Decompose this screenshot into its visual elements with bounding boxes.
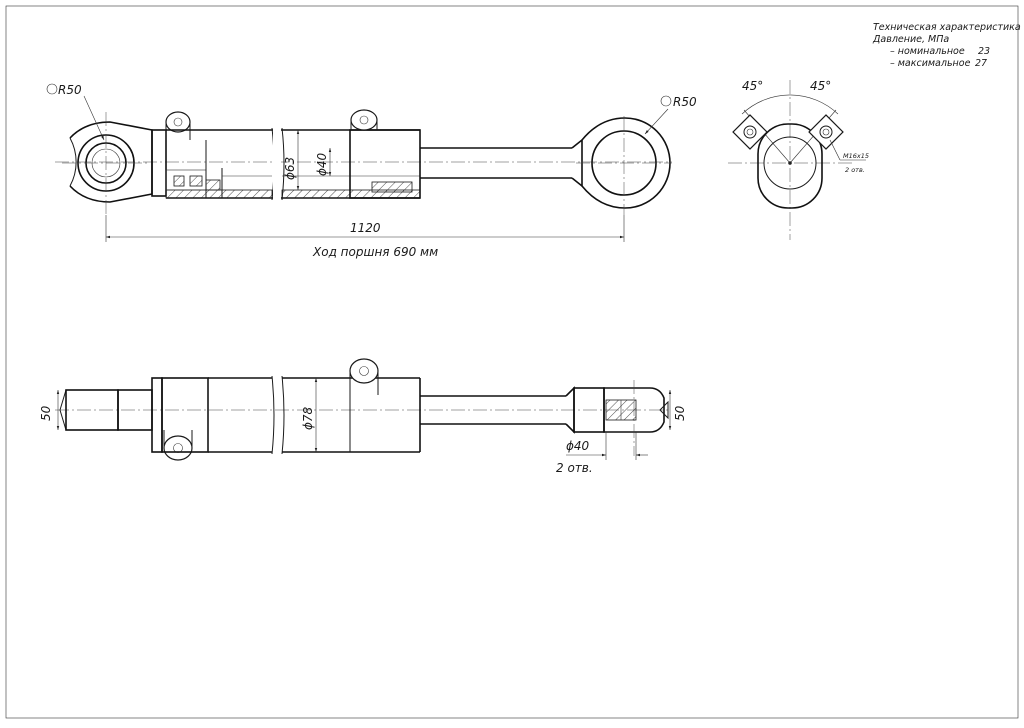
hole-count-label: 2 отв. [556,461,593,475]
tech-spec-nominal-label: – номинальное [890,46,965,57]
end-view-port-right [808,114,844,150]
bore-diameter-label: ϕ63 [283,157,297,180]
left-flange [151,377,163,453]
tech-spec-title: Техническая характеристика [873,22,1021,33]
tech-spec-max-value: 27 [975,58,987,69]
gland-seal [371,181,413,193]
angle-label-left: 45° [742,79,763,93]
stroke-note: Ход поршня 690 мм [312,245,438,259]
left-end-cap [151,129,167,197]
tech-spec-nominal-value: 23 [978,46,990,57]
width-label-right: 50 [673,405,687,421]
angle-arc [741,94,839,115]
radius-symbol-left [46,83,58,95]
thread-count-label: 2 отв. [845,166,865,174]
outer-diameter-label: ϕ78 [301,406,315,430]
angle-label-right: 45° [810,79,831,93]
hole-diameter-label: ϕ40 [566,439,590,453]
radius-symbol-right [660,95,672,107]
tech-spec-pressure-label: Давление, МПа [872,34,949,45]
radius-label-right: R50 [673,95,697,109]
end-view: 45° 45° M16x15 2 отв. [728,79,869,240]
radius-label-left: R50 [58,83,82,97]
tech-spec-max-label: – максимальное [890,58,971,69]
piston-seal [205,179,221,191]
sheet-frame [5,5,1019,719]
bottom-right-port [349,358,379,384]
cylinder-section-view: R50 R50 ϕ63 ϕ40 1120 Ход поршня 690 мм [46,83,697,259]
bottom-left-port [163,435,193,461]
rod-gland [349,129,421,199]
tech-spec-block: Техническая характеристика Давление, МПа… [872,22,1021,69]
barrel-wall-section-left [165,189,273,199]
left-port [165,111,191,133]
right-port [350,109,378,131]
thread-label: M16x15 [843,152,869,160]
width-label-left: 50 [39,405,53,421]
end-view-port-left [732,114,768,150]
left-eye-outline [69,137,77,187]
rod-diameter-label: ϕ40 [315,152,329,176]
radius-leader-right [644,108,669,135]
cylinder-exterior-view: ϕ78 50 50 ϕ40 2 отв. [39,358,687,475]
radius-leader-left [83,95,105,141]
end-view-body [757,123,823,209]
length-label: 1120 [350,221,381,235]
